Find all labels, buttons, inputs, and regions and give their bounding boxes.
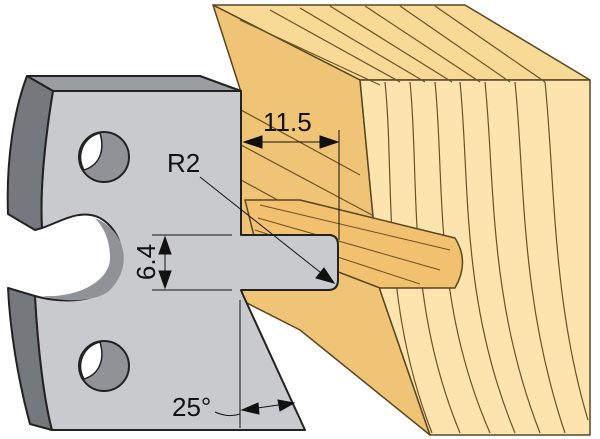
notch-shadow xyxy=(42,218,124,301)
mounting-hole-lower xyxy=(78,340,130,392)
angle-label: 25° xyxy=(172,392,211,422)
height-dimension-label: 6.4 xyxy=(131,244,161,280)
mounting-hole-upper xyxy=(78,131,130,183)
width-dimension-label: 11.5 xyxy=(263,107,312,137)
knife xyxy=(6,75,339,431)
radius-label: R2 xyxy=(167,148,200,178)
knife-top-face xyxy=(26,75,242,92)
wood-grain xyxy=(239,5,589,434)
wood-block xyxy=(212,4,591,436)
dimensions xyxy=(152,130,340,428)
wood-groove xyxy=(244,199,464,289)
